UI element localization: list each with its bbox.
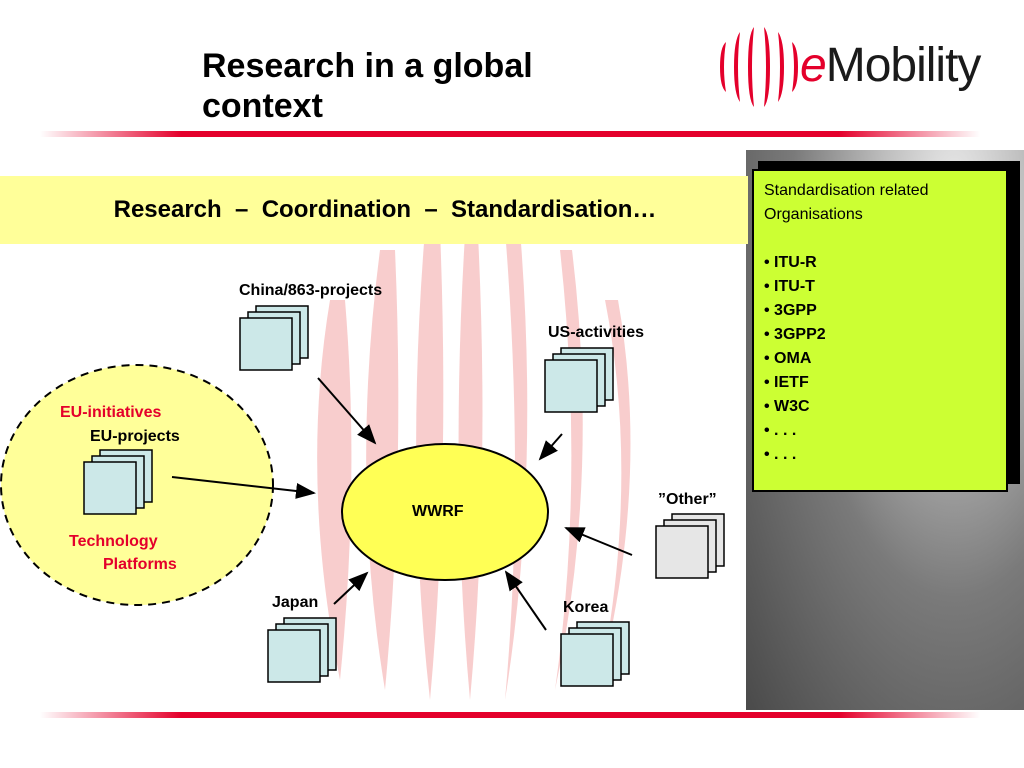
footer-divider xyxy=(40,712,980,718)
wwrf-node xyxy=(341,443,549,581)
us-label: US-activities xyxy=(548,324,645,341)
arrow-korea-to-wwrf xyxy=(504,570,547,631)
china-label: China/863-projects xyxy=(239,282,383,299)
eu-projects-stack-icon xyxy=(83,449,153,515)
banner-text: Research – Coordination – Standardisatio… xyxy=(113,196,657,223)
header-divider xyxy=(40,131,980,137)
arrow-china-to-wwrf xyxy=(317,377,377,445)
emobility-logo-icon xyxy=(720,27,798,107)
arrow-other-to-wwrf xyxy=(564,527,633,556)
us-stack-icon xyxy=(544,347,614,413)
org-item: • . . . xyxy=(764,422,797,439)
logo-wordmark: eMobility xyxy=(800,38,982,93)
japan-stack-icon xyxy=(267,617,337,683)
eu-initiatives-label: EU-initiatives xyxy=(60,404,162,421)
korea-stack-icon xyxy=(560,621,630,687)
org-list: • ITU-R • ITU-T • 3GPP • 3GPP2 • OMA • I… xyxy=(764,251,996,467)
other-stack-icon xyxy=(655,513,725,579)
logo-name: Mobility xyxy=(825,39,982,92)
arrow-eu-to-wwrf xyxy=(171,476,316,499)
other-label: ”Other” xyxy=(658,491,717,508)
org-item: • . . . xyxy=(764,446,797,463)
arrow-us-to-wwrf xyxy=(538,433,563,461)
org-item: • W3C xyxy=(764,398,810,415)
logo-prefix: e xyxy=(800,39,827,92)
eu-projects-label: EU-projects xyxy=(90,428,180,445)
wwrf-label: WWRF xyxy=(412,503,464,520)
slide-title: Research in a global context xyxy=(202,47,533,125)
org-item: • ITU-T xyxy=(764,278,815,295)
japan-label: Japan xyxy=(272,594,319,611)
arrows xyxy=(171,377,633,631)
org-item: • OMA xyxy=(764,350,812,367)
standardisation-organisations-box: Standardisation related Organisations • … xyxy=(752,169,1008,492)
org-box-heading: Standardisation related Organisations xyxy=(764,182,929,223)
arrow-japan-to-wwrf xyxy=(333,571,369,605)
platforms-label: Platforms xyxy=(103,556,177,573)
banner-background xyxy=(0,176,748,244)
china-stack-icon xyxy=(239,305,309,371)
org-item: • 3GPP xyxy=(764,302,817,319)
org-item: • IETF xyxy=(764,374,809,391)
org-item: • 3GPP2 xyxy=(764,326,826,343)
org-item: • ITU-R xyxy=(764,254,817,271)
technology-label: Technology xyxy=(69,533,158,550)
korea-label: Korea xyxy=(563,599,609,616)
